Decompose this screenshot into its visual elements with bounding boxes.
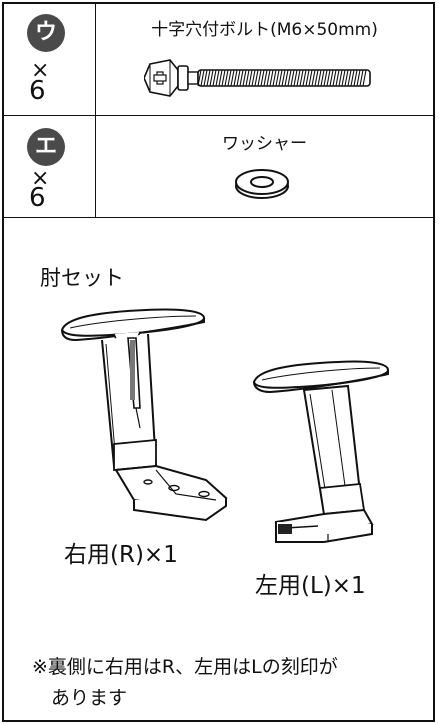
times-symbol: × <box>31 166 50 191</box>
washer-icon <box>235 169 289 199</box>
part-name: ワッシャー <box>222 134 307 154</box>
part-letter-badge: エ <box>27 128 65 166</box>
note-line-1: ※裏側に右用はR、左用はLの刻印が <box>32 656 338 678</box>
note-line-2: あります <box>51 687 128 709</box>
part-name: 十字穴付ボルト(M6×50mm) <box>151 20 378 40</box>
part-quantity: 6 <box>29 183 46 213</box>
bolt-icon <box>144 59 371 97</box>
part-row-washer: エ × 6 ワッシャー <box>4 116 433 218</box>
part-quantity: 6 <box>29 76 46 106</box>
left-armrest-label: 左用(L)×1 <box>255 573 366 599</box>
times-symbol: × <box>31 58 50 83</box>
part-id-cell: ウ × 6 <box>4 4 96 115</box>
part-row-bolt: ウ × 6 十字穴付ボルト(M6×50mm) <box>4 4 433 116</box>
part-id-cell: エ × 6 <box>4 116 96 217</box>
right-armrest-icon <box>60 308 228 522</box>
armrest-set-title: 肘セット <box>40 266 124 290</box>
right-armrest-label: 右用(R)×1 <box>64 542 178 568</box>
part-letter-badge: ウ <box>27 14 65 52</box>
left-armrest-icon <box>252 360 390 543</box>
